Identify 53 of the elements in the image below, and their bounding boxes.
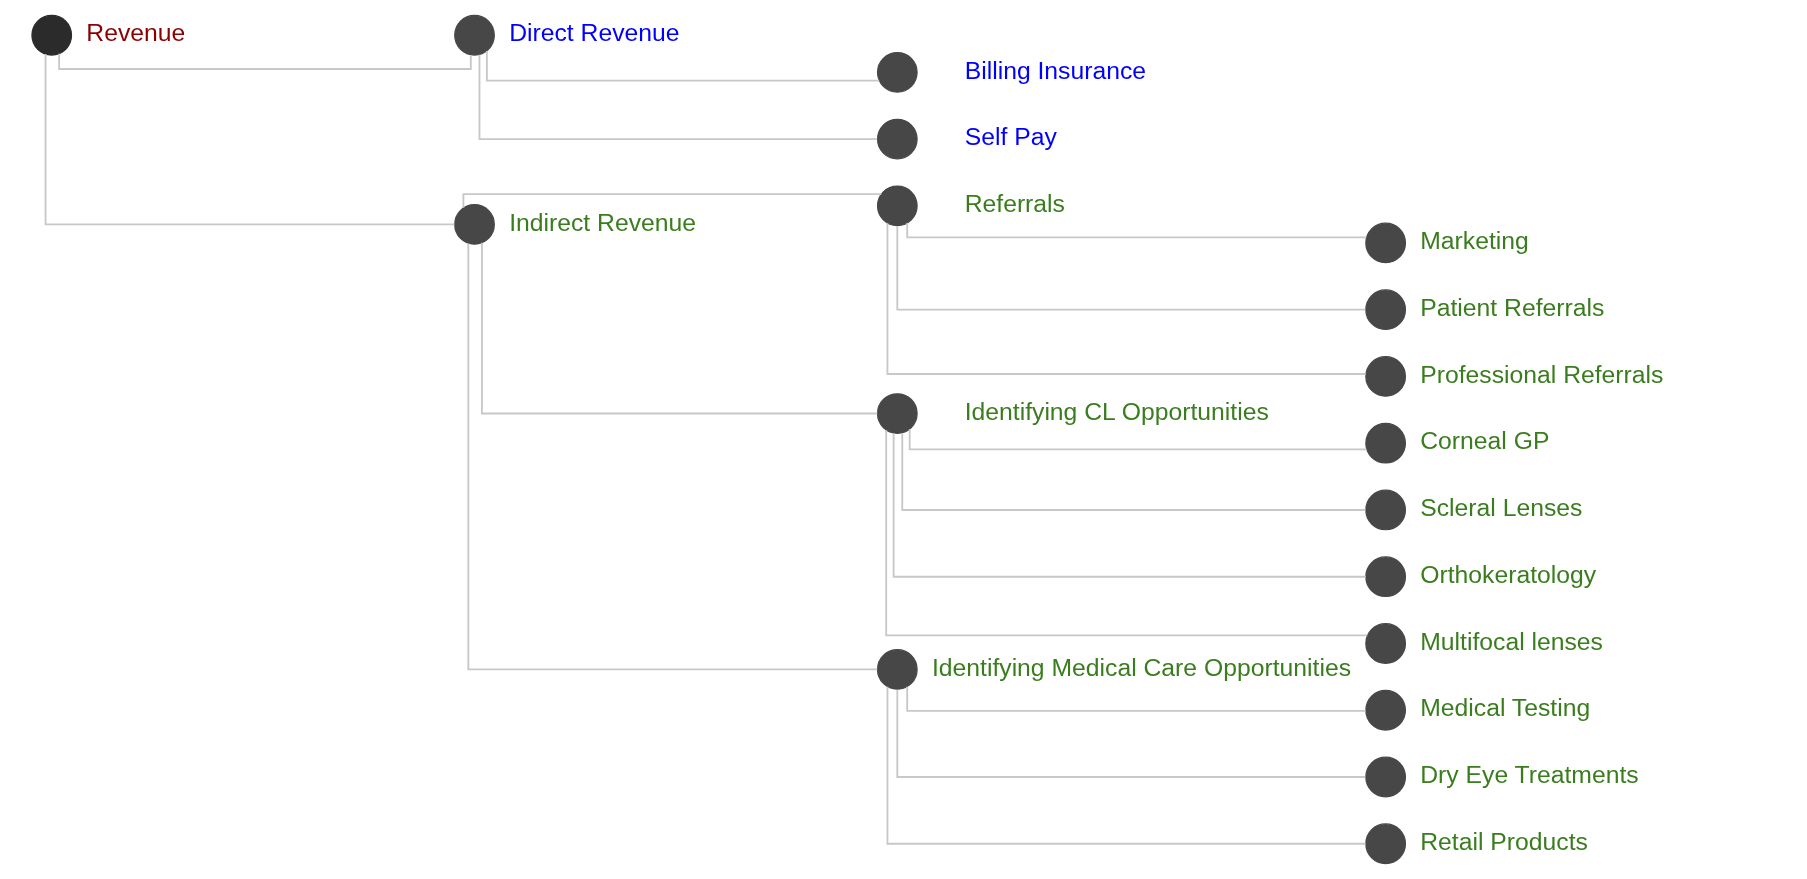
connector [896,224,1367,311]
node-circle [1365,756,1407,798]
node-circle [454,14,495,56]
node-label: Dry Eye Treatments [1420,761,1639,789]
node-label: Marketing [1420,227,1529,255]
node-circle [1365,623,1407,664]
node-circle [1365,356,1407,397]
node-label: Medical Testing [1420,694,1591,722]
connector [44,53,456,226]
connector [906,685,1367,712]
node-circle [876,185,918,227]
node-label: Indirect Revenue [509,208,697,236]
connector [478,53,879,140]
node-label: Multifocal lenses [1420,627,1603,655]
node-circle [1365,222,1407,264]
node-label: Professional Referrals [1420,360,1664,388]
node-circle [454,204,495,245]
node-circle [876,649,918,690]
node-label: Scleral Lenses [1420,494,1583,522]
connector [886,222,1367,375]
node-circle [876,393,918,434]
node-circle [1365,823,1407,865]
node-circle [876,118,918,160]
connector [908,428,1368,451]
node-label: Billing Insurance [964,56,1147,84]
node-label: Identifying Medical Care Opportunities [931,653,1351,681]
node-label: Retail Products [1420,827,1588,855]
node-label: Revenue [86,19,186,47]
node-label: Identifying CL Opportunities [964,397,1269,425]
node-circle [1365,689,1407,731]
connector [462,193,883,209]
node-circle [31,14,73,56]
connector [467,242,879,671]
connector [58,52,472,70]
connector [886,685,1367,845]
connector [901,432,1367,511]
connector [892,432,1367,578]
node-label: Direct Revenue [509,19,680,47]
connector [481,241,879,415]
connector [906,222,1368,239]
node-label: Corneal GP [1420,427,1550,455]
node-circle [1365,289,1407,331]
node-circle [1365,422,1407,464]
connector [896,688,1367,778]
connector [885,429,1369,637]
node-label: Orthokeratology [1420,560,1597,588]
node-circle [876,51,918,93]
node-label: Referrals [964,190,1065,218]
node-circle [1365,489,1407,531]
connector [485,50,881,82]
node-label: Patient Referrals [1420,293,1605,321]
node-label: Self Pay [964,123,1057,151]
node-circle [1365,556,1407,598]
